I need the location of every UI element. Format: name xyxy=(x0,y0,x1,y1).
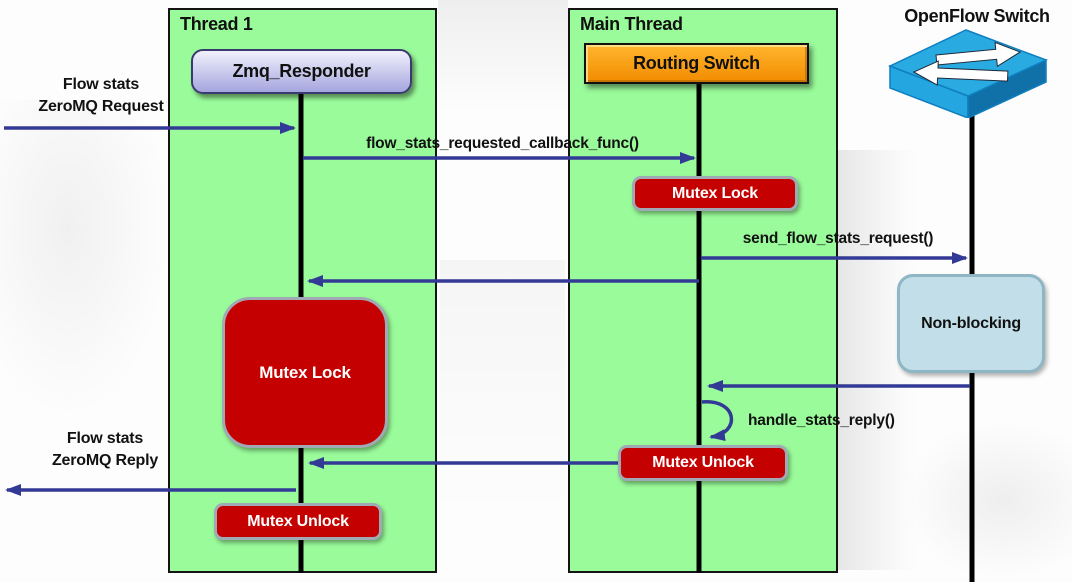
openflow-switch-label: OpenFlow Switch xyxy=(904,6,1050,26)
switch-arrow-left xyxy=(912,60,1009,86)
label-line: Flow stats xyxy=(62,76,140,93)
badge-mutex-unlock-main: Mutex Unlock xyxy=(618,445,788,481)
switch-arrow-right xyxy=(935,41,1022,68)
lane-main-thread-label: Main Thread xyxy=(580,14,683,34)
badge-mutex-unlock-thread1: Mutex Unlock xyxy=(214,503,382,540)
label-line: ZeroMQ Request xyxy=(38,98,164,115)
label-callback-func: flow_stats_requested_callback_func() xyxy=(366,135,639,152)
arrow-handle-stats-reply-self-loop xyxy=(701,400,734,442)
node-zmq-responder: Zmq_Responder xyxy=(191,49,412,94)
label-flow-stats-zeromq-reply: Flow stats ZeroMQ Reply xyxy=(20,428,190,472)
label-line: Flow stats xyxy=(66,430,144,447)
badge-mutex-lock-thread1: Mutex Lock xyxy=(222,297,388,448)
label-handle-stats-reply: handle_stats_reply() xyxy=(748,412,895,429)
label-send-flow-stats-request: send_flow_stats_request() xyxy=(742,230,934,247)
badge-mutex-lock-main: Mutex Lock xyxy=(632,176,798,211)
lane-thread1-label: Thread 1 xyxy=(180,14,253,34)
node-routing-switch: Routing Switch xyxy=(584,43,809,84)
label-flow-stats-zeromq-request: Flow stats ZeroMQ Request xyxy=(6,74,196,118)
label-line: ZeroMQ Reply xyxy=(51,452,159,469)
network-switch-icon xyxy=(888,29,1048,118)
non-blocking-note: Non-blocking xyxy=(897,274,1045,373)
